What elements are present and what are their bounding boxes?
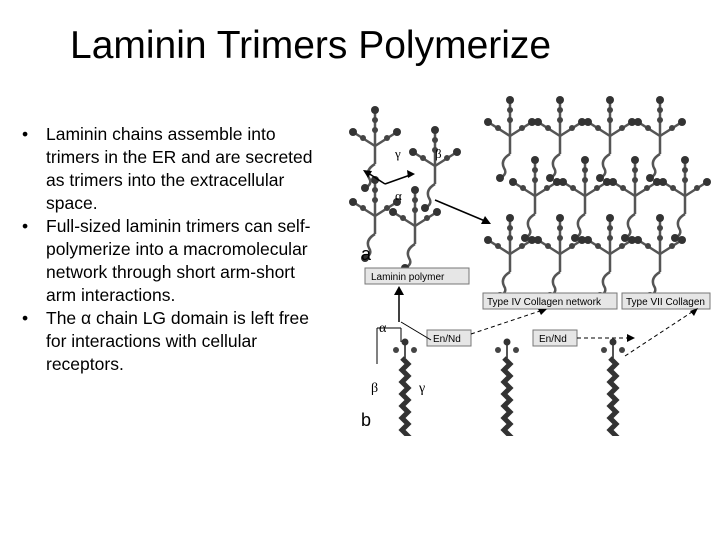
type-vii-collagen-label: Type VII Collagen [626, 297, 705, 308]
laminin-figure: γ β α a Laminin polymer Type IV Collagen… [347, 96, 713, 436]
alpha-label-b: α [379, 321, 387, 336]
en-nd-box-2: En/Nd [532, 329, 578, 347]
bullet-item-3: The α chain LG domain is left free for i… [20, 307, 320, 376]
gamma-label-a: γ [394, 146, 401, 161]
laminin-polymer-label: Laminin polymer [371, 272, 445, 283]
laminin-rods [376, 321, 629, 436]
en-nd-label-2: En/Nd [539, 334, 567, 345]
bullet-item-2: Full-sized laminin trimers can self-poly… [20, 215, 320, 307]
dashed-arrows [470, 309, 696, 357]
alpha-label-a: α [395, 188, 402, 203]
gamma-label-b: γ [418, 381, 425, 396]
en-nd-box-1: En/Nd [426, 329, 472, 347]
beta-label-b: β [371, 381, 378, 396]
type-vii-collagen-box: Type VII Collagen [621, 292, 711, 310]
laminin-polymer-box: Laminin polymer [364, 267, 470, 285]
bullet-list: Laminin chains assemble into trimers in … [20, 123, 320, 376]
type-iv-collagen-box: Type IV Collagen network [482, 292, 618, 310]
beta-label-a: β [435, 146, 442, 161]
panel-b-label: b [361, 410, 371, 430]
polymer-network [482, 96, 713, 302]
trimer-diagram-a [347, 104, 491, 274]
en-nd-label-1: En/Nd [433, 334, 461, 345]
panel-a-label: a [361, 244, 372, 264]
bullet-item-1: Laminin chains assemble into trimers in … [20, 123, 320, 215]
slide-title: Laminin Trimers Polymerize [70, 24, 552, 67]
type-iv-collagen-label: Type IV Collagen network [487, 297, 602, 308]
